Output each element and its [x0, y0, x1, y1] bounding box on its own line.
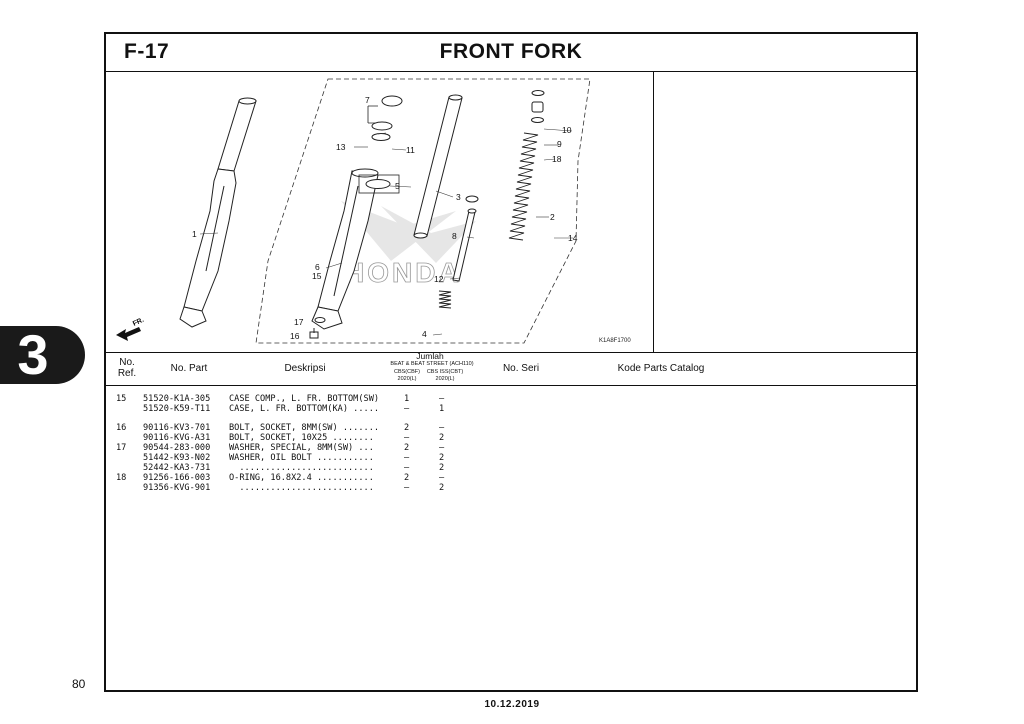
callout-5: 5 — [395, 181, 400, 191]
callout-8: 8 — [452, 231, 457, 241]
page-number: 80 — [72, 677, 86, 691]
col-jumlah-year2: 2020(L) — [435, 376, 455, 382]
col-no-part: No. Part — [170, 363, 208, 374]
callout-11: 11 — [406, 145, 415, 155]
section-code: F-17 — [124, 40, 170, 63]
callout-leaders — [199, 128, 573, 336]
honda-watermark-text: HONDA — [344, 257, 462, 288]
callout-14: 14 — [568, 233, 578, 243]
callout-9: 9 — [557, 139, 562, 149]
damper-rod-parts — [438, 195, 479, 309]
honda-wing-watermark — [341, 201, 476, 263]
col-kode-parts-catalog: Kode Parts Catalog — [617, 363, 705, 374]
callout-3: 3 — [456, 192, 461, 202]
col-jumlah-sub1: CBS(CBF) — [394, 369, 420, 375]
col-jumlah: Jumlah — [416, 351, 444, 361]
front-fork-assembly — [179, 97, 257, 328]
col-no-ref: No.Ref. — [117, 357, 137, 379]
callout-6: 6 — [315, 262, 320, 272]
table-row: 91356-KVG-901 ..........................… — [143, 483, 445, 493]
footer-date: 10.12.2019 — [484, 699, 540, 710]
col-no-seri: No. Seri — [502, 363, 540, 374]
callout-7: 7 — [365, 95, 370, 105]
callout-18: 18 — [552, 154, 562, 164]
socket-bolt-parts — [309, 317, 326, 339]
callout-4: 4 — [422, 329, 427, 339]
section-tab: 3 — [0, 323, 85, 386]
svg-text:FR.: FR. — [132, 317, 145, 328]
table-row: 52442-KA3-731 ..........................… — [143, 463, 445, 473]
seal-parts — [358, 95, 403, 194]
callout-13: 13 — [336, 142, 346, 152]
page-title: FRONT FORK — [439, 40, 583, 63]
callout-10: 10 — [562, 125, 572, 135]
callout-2: 2 — [550, 212, 555, 222]
col-jumlah-year1: 2020(L) — [397, 376, 417, 382]
col-deskripsi: Deskripsi — [284, 363, 326, 374]
table-header: No.Ref. No. Part Deskripsi Jumlah BEAT &… — [106, 351, 916, 386]
figure-code: K1A8F1700 — [599, 338, 631, 344]
title-row: F-17 FRONT FORK — [106, 34, 916, 72]
assembly-outline — [255, 78, 591, 344]
catalog-page-frame: F-17 FRONT FORK HONDA — [104, 32, 918, 692]
front-direction-arrow: FR. — [116, 317, 145, 341]
callout-15: 15 — [312, 271, 322, 281]
fork-bottom-case — [311, 168, 379, 330]
callout-12: 12 — [434, 274, 444, 284]
callout-16: 16 — [290, 331, 300, 341]
fork-spring — [508, 132, 539, 241]
exploded-diagram: HONDA — [106, 71, 654, 352]
spring-seat-parts — [531, 90, 545, 123]
col-jumlah-sub2: CBS ISS(CBT) — [426, 369, 464, 375]
col-jumlah-model: BEAT & BEAT STREET (ACH110) — [390, 361, 474, 367]
fork-pipe — [413, 94, 463, 239]
callout-17: 17 — [294, 317, 304, 327]
callout-1: 1 — [192, 229, 197, 239]
